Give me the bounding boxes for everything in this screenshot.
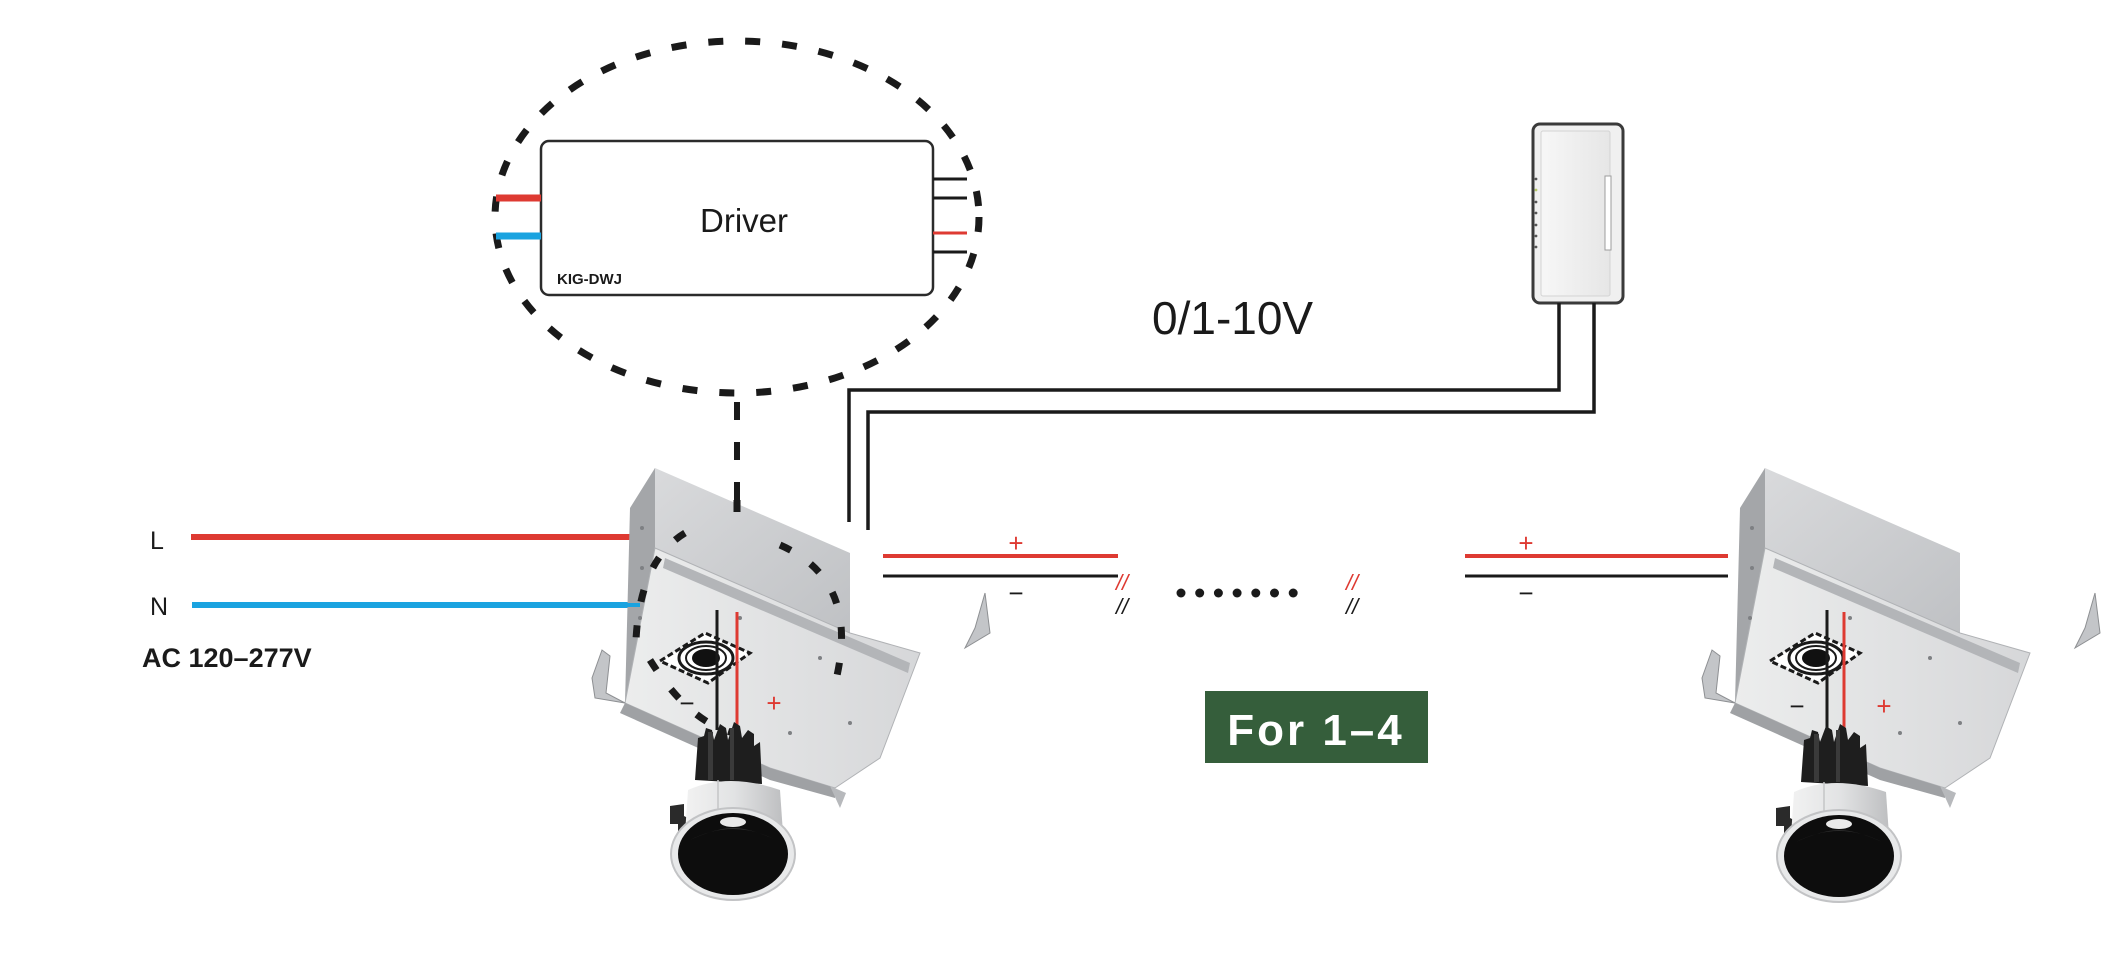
chain-plus-label-left: + [1008,528,1023,558]
ellipsis-dot [1270,588,1279,598]
fixture-2-led-minus-label: − [1789,691,1804,721]
driver-label: Driver [700,202,788,239]
continuation-ellipsis [1176,588,1298,598]
dimmer-led-indicator [1534,223,1538,227]
fixture-1: − + [560,466,992,901]
dimming-wire-inner [866,303,1596,530]
dimmer-led-indicator [1534,245,1538,249]
ellipsis-dot [1288,588,1298,598]
dimming-wire-outer [847,303,1561,522]
driver-callout: Driver KIG-DWJ [491,37,983,500]
break-mark-minus-left: // [1114,594,1130,619]
dimmer-led-indicator [1534,188,1538,192]
ellipsis-dot [1176,588,1186,598]
dimmer-switch [1531,122,1625,305]
mains-voltage-label: AC 120–277V [142,643,312,673]
ellipsis-dot [1195,588,1205,598]
ellipsis-dot [1232,588,1242,598]
fixture-count-badge: For 1–4 [1205,691,1428,763]
dimmer-indicator-leds [1534,177,1538,249]
mains-input: L N AC 120–277V [142,527,630,673]
chain-minus-label-right: − [1518,578,1533,608]
dimmer-slider [1604,175,1612,251]
dimmer-led-indicator [1534,234,1538,238]
chain-plus-label-right: + [1518,528,1533,558]
driver-callout-dashed-ellipse [491,37,983,397]
fixture-2-led-plus-label: + [1876,691,1891,721]
live-label: L [150,527,164,555]
dimming-signal-label: 0/1-10V [1152,292,1313,344]
dimmer-led-indicator [1534,211,1538,215]
dimming-control-wires: 0/1-10V [847,292,1596,530]
fixture-count-badge-label: For 1–4 [1227,706,1405,755]
fixture-2-housing [1700,466,2102,810]
fixture-2: − + [1700,466,2102,903]
ellipsis-dot [1213,588,1223,598]
chain-minus-label-left: − [1008,578,1023,608]
break-mark-plus-right: // [1344,570,1360,595]
ellipsis-dot [1251,588,1261,598]
dimmer-paddle [1540,130,1611,297]
break-mark-minus-right: // [1344,594,1360,619]
fixture-1-housing [590,466,992,810]
fixture-1-led-plus-label: + [766,688,781,718]
break-mark-plus-left: // [1114,570,1130,595]
dimmer-led-indicator [1534,200,1538,204]
fixture-1-led-minus-label: − [679,688,694,718]
driver-box [539,139,935,297]
fixture-count-badge-bg [1205,691,1428,763]
driver-model-label: KIG-DWJ [557,271,622,288]
dimmer-led-indicator [1534,177,1538,181]
neutral-label: N [150,593,168,621]
daisy-chain-wiring: + − // // // // + − [883,528,1728,619]
